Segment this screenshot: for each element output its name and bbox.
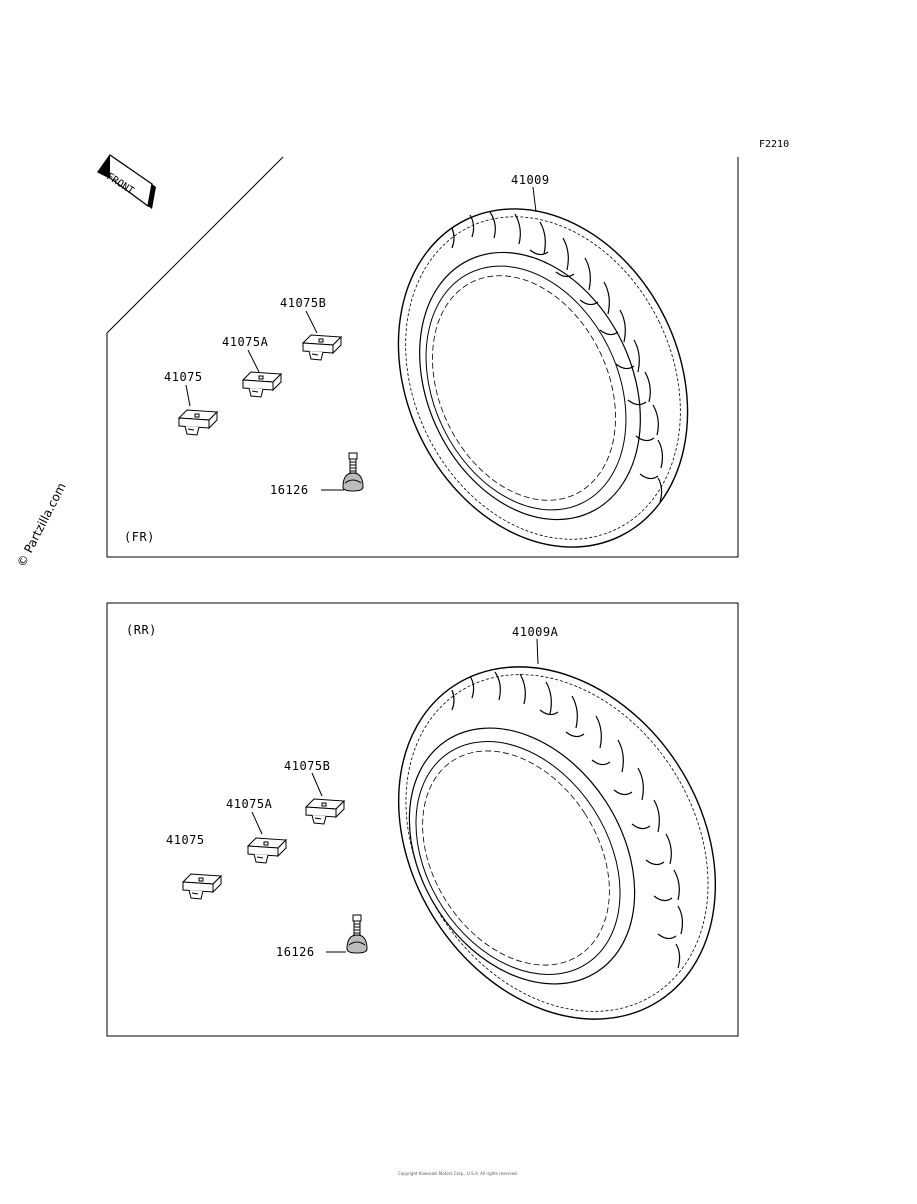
rear-valve-callout: 16126 (276, 945, 315, 959)
rear-tire-callout: 41009A (512, 625, 559, 639)
front-weight-callout: 41075 (164, 370, 203, 384)
footer-copyright: Copyright Kawasaki Motors Corp., U.S.A. … (398, 1171, 518, 1176)
front-direction-arrow: FRONT (97, 154, 156, 209)
rear-weight-callout: 41075 (166, 833, 205, 847)
front-weight-b-callout: 41075B (280, 296, 326, 310)
rear-tire (397, 666, 717, 1020)
rear-panel-tag: (RR) (126, 623, 157, 637)
diagram-code: F2210 (759, 139, 789, 150)
rear-panel: (RR) (106, 602, 739, 1037)
front-valve-callout: 16126 (270, 483, 309, 497)
front-tire (397, 208, 689, 548)
front-weight-a-callout: 41075A (222, 335, 269, 349)
front-panel: (FR) (106, 156, 739, 558)
rear-weight-a-callout: 41075A (226, 797, 273, 811)
front-tire-callout: 41009 (511, 173, 550, 187)
front-panel-tag: (FR) (124, 530, 155, 544)
rear-weight-b-callout: 41075B (284, 759, 330, 773)
watermark: © Partzilla.com (14, 480, 69, 569)
